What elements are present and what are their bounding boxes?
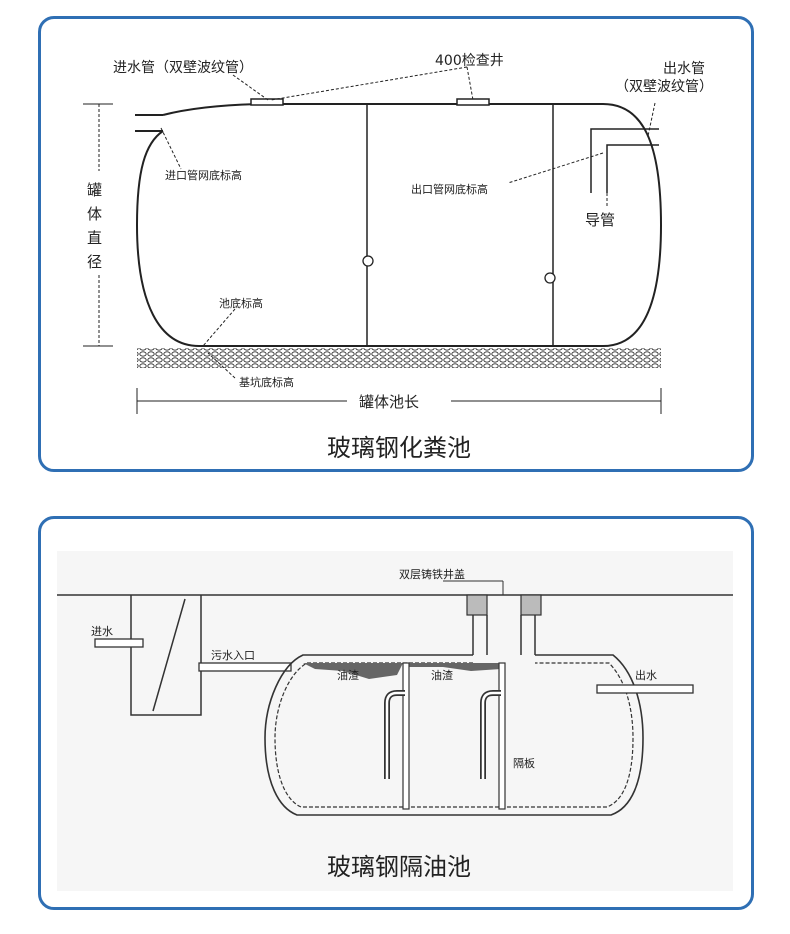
septic-tank-diagram: 进水管（双壁波纹管） 400检查井 出水管 （双壁波纹管） 进口管网底标高 出口… xyxy=(83,53,713,462)
outlet-pipe-label-2: （双壁波纹管） xyxy=(615,79,713,95)
tank-diameter-char-1: 罐 xyxy=(87,181,102,199)
guide-pipe-inner xyxy=(606,144,659,193)
partition-wall-1 xyxy=(402,662,410,810)
inlet-invert-label: 进口管网底标高 xyxy=(165,168,242,182)
oil-scum-label-1: 油渣 xyxy=(337,668,359,682)
manhole-cover-label: 双层铸铁井盖 xyxy=(399,567,465,581)
outlet-invert-label: 出口管网底标高 xyxy=(411,182,488,196)
tank-length-label: 罐体池长 xyxy=(359,393,419,411)
partition-hole-2 xyxy=(544,272,556,284)
length-dimension xyxy=(136,388,662,414)
leader-lines xyxy=(160,66,656,379)
tank-diameter-char-2: 体 xyxy=(87,205,102,223)
pit-bottom-label: 基坑底标高 xyxy=(239,375,294,389)
tank-inner-wall xyxy=(274,662,634,808)
tank-diameter-char-3: 直 xyxy=(87,229,102,247)
manhole-cover-right xyxy=(520,594,542,616)
oil-separator-title: 玻璃钢隔油池 xyxy=(327,853,471,881)
oil-scum-layer-1 xyxy=(303,663,403,679)
water-out-pipe xyxy=(596,684,694,694)
septic-tank-title: 玻璃钢化粪池 xyxy=(327,434,471,462)
oil-scum-label-2: 油渣 xyxy=(431,668,453,682)
septic-tank-panel: 进水管（双壁波纹管） 400检查井 出水管 （双壁波纹管） 进口管网底标高 出口… xyxy=(38,16,754,472)
inlet-chamber xyxy=(130,595,202,716)
water-in-label: 进水 xyxy=(91,625,113,638)
pool-bottom-label: 池底标高 xyxy=(219,296,263,310)
tank-diameter-char-4: 径 xyxy=(87,253,102,271)
outlet-pipe-label-1: 出水管 xyxy=(663,61,705,77)
diagram-background xyxy=(57,551,733,891)
sewage-inlet-pipe xyxy=(198,662,292,672)
oil-separator-diagram: 双层铸铁井盖 进水 污水入口 油渣 油渣 出水 隔板 玻璃钢隔油池 xyxy=(57,551,733,891)
tank-outer-wall xyxy=(264,654,644,816)
inspection-well-label: 400检查井 xyxy=(435,53,504,69)
inlet-chamber-diagonal xyxy=(152,598,186,712)
baffle-label: 隔板 xyxy=(513,756,535,770)
sewage-inlet-label: 污水入口 xyxy=(211,649,255,662)
inlet-pipe-label: 进水管（双壁波纹管） xyxy=(113,60,253,76)
guide-pipe-label: 导管 xyxy=(585,211,615,229)
oil-scum-layer-2 xyxy=(407,663,503,671)
diameter-dimension xyxy=(83,103,113,347)
tank-outline xyxy=(135,103,663,347)
partition-wall-2 xyxy=(498,662,506,810)
guide-pipe-outer xyxy=(590,128,659,193)
partition-hole-1 xyxy=(362,255,374,267)
gravel-base xyxy=(137,348,661,368)
baffle-pipe-1-inner xyxy=(385,691,405,779)
manhole-cover-left xyxy=(466,594,488,616)
water-in-pipe xyxy=(94,638,144,648)
inspection-well-2 xyxy=(456,98,490,106)
baffle-pipe-2-inner xyxy=(481,691,501,779)
oil-separator-panel: 双层铸铁井盖 进水 污水入口 油渣 油渣 出水 隔板 玻璃钢隔油池 xyxy=(38,516,754,910)
water-out-label: 出水 xyxy=(635,668,657,682)
